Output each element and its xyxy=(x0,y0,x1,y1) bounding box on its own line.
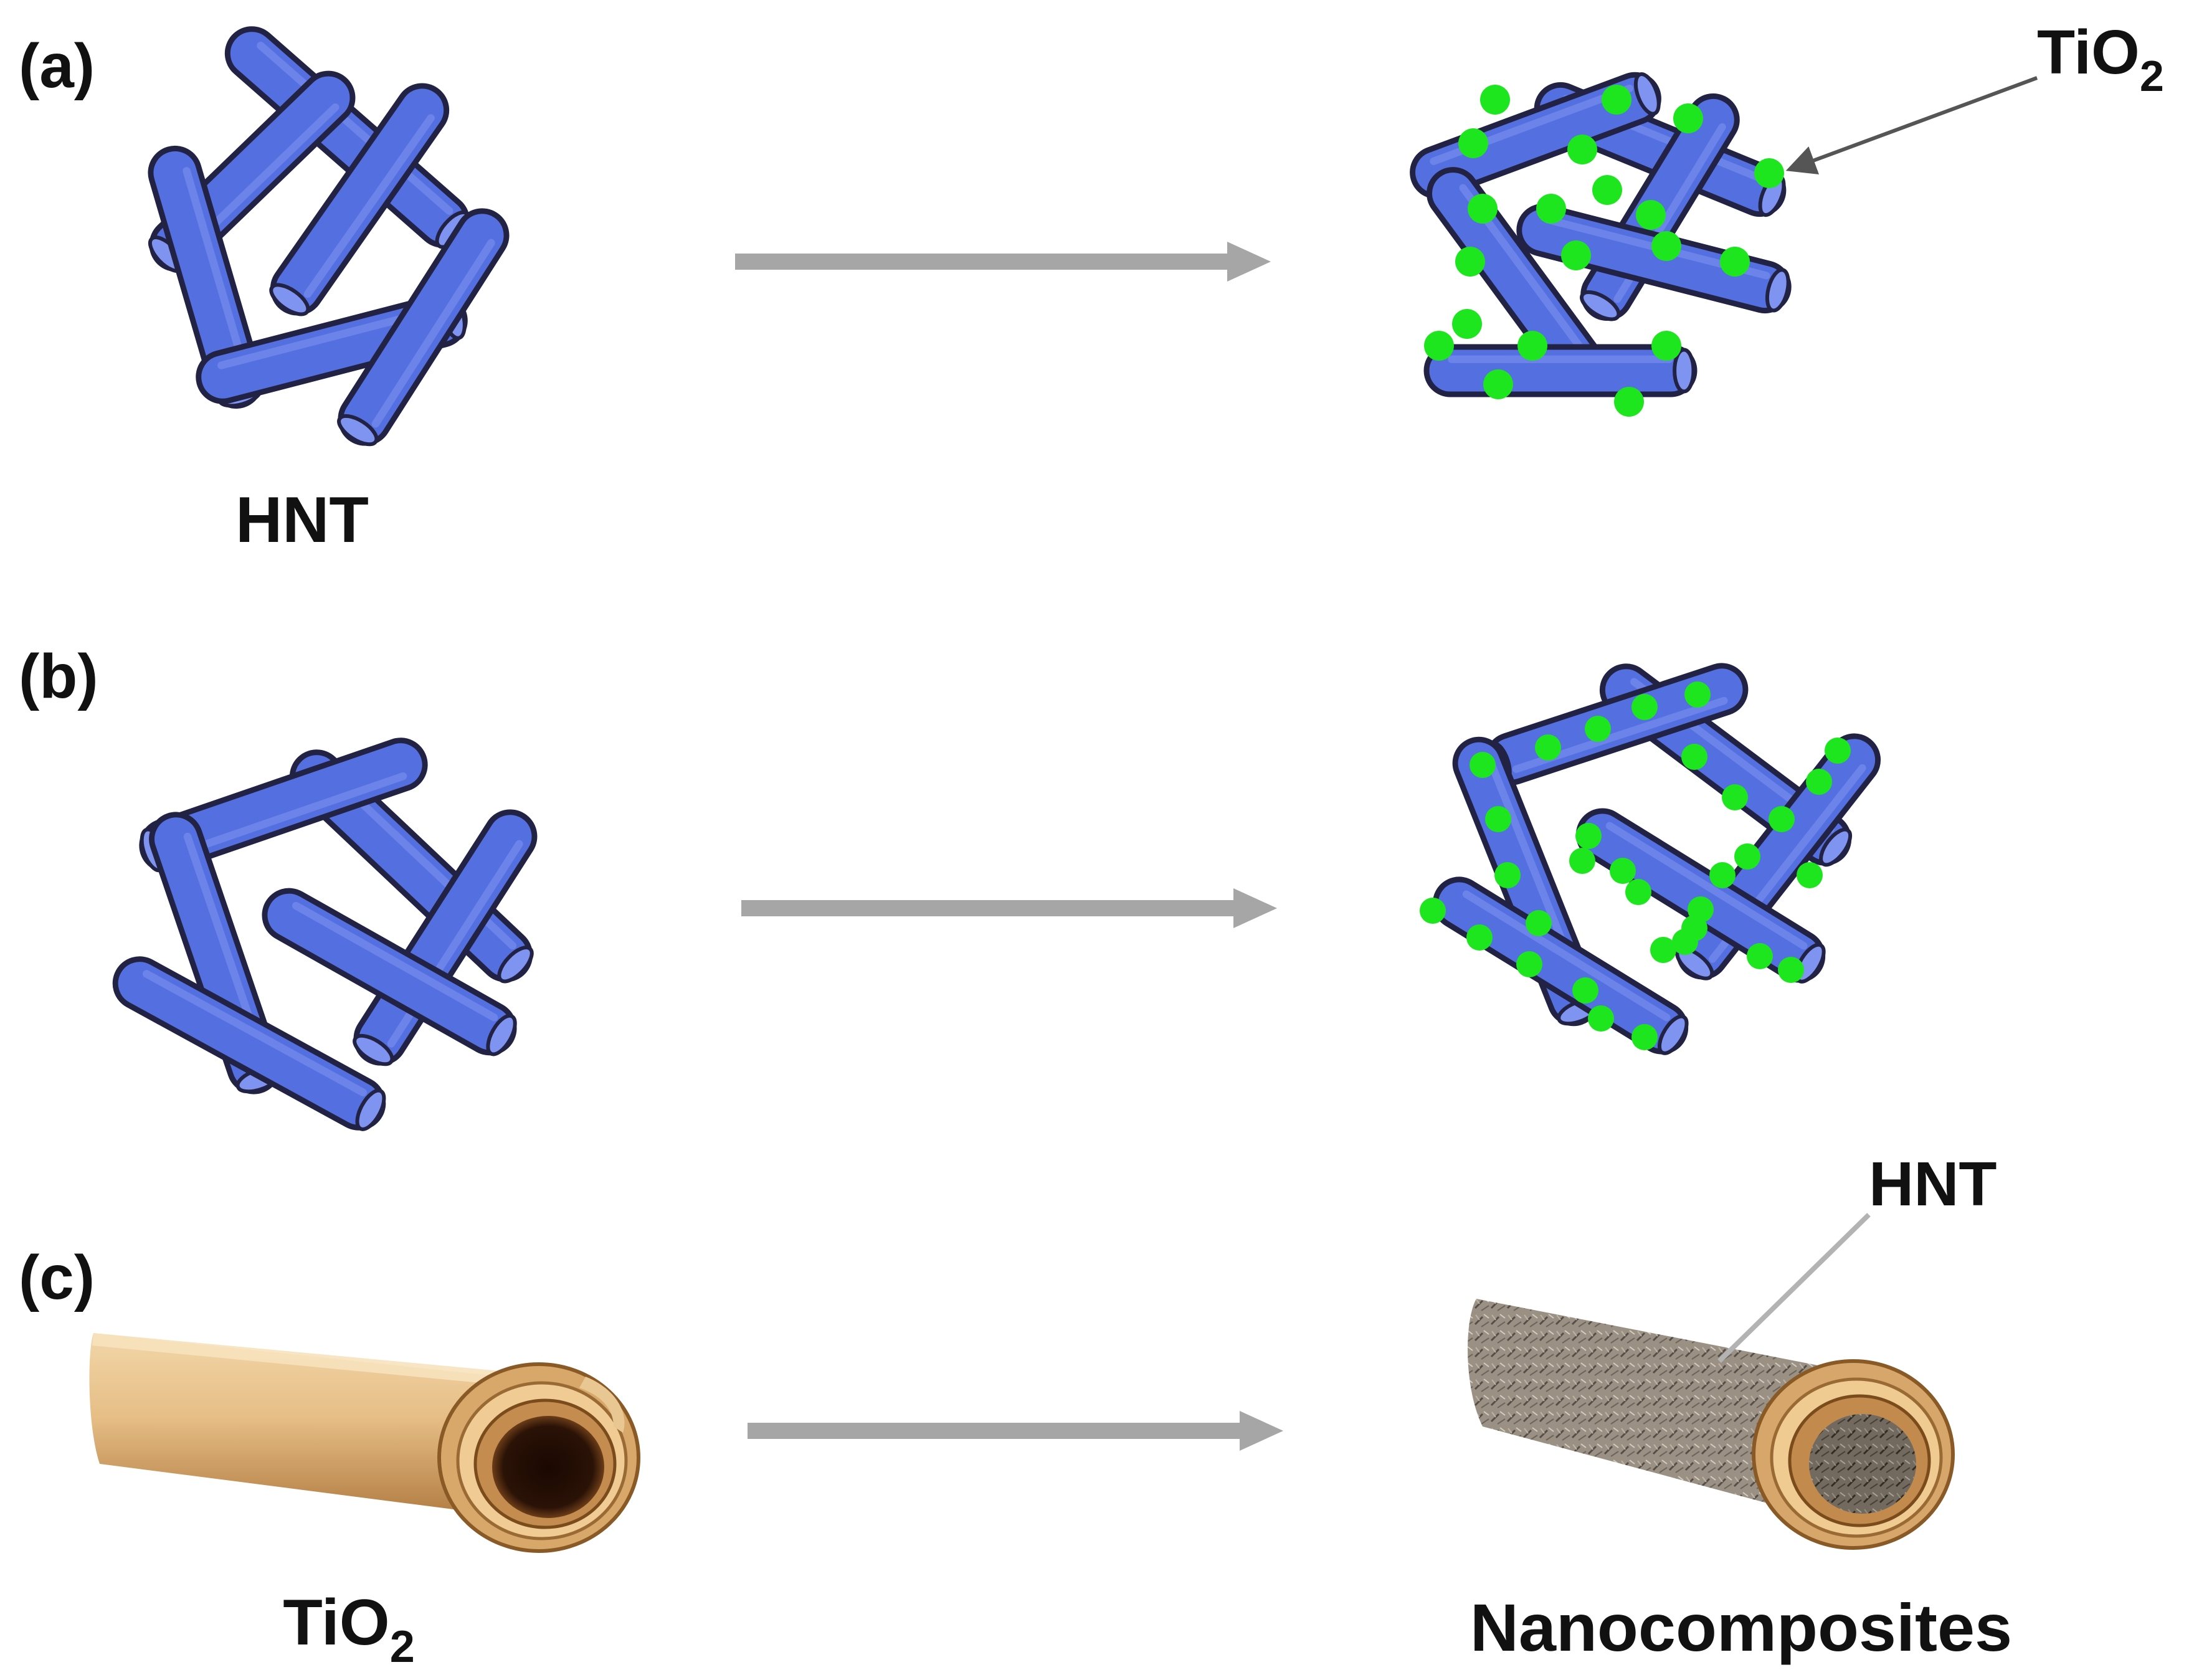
hnt-cluster-b-plain xyxy=(112,738,538,1131)
hnt-tube xyxy=(262,888,517,1056)
hnt-callout-line xyxy=(1717,1213,1871,1363)
hnt-tube xyxy=(1432,876,1689,1055)
panel-a-label: (a) xyxy=(19,31,95,101)
tio2-particle xyxy=(1625,879,1651,905)
tio2-particle xyxy=(1769,806,1795,832)
tio2-particle xyxy=(1778,957,1804,983)
tio2-particle xyxy=(1455,247,1485,277)
tio2-particle xyxy=(1602,85,1631,115)
tio2-particle xyxy=(1709,862,1736,888)
tio2-particle xyxy=(1636,200,1666,230)
tio2-particle xyxy=(1536,194,1566,224)
tio2-particle xyxy=(1722,784,1748,810)
hnt-tube xyxy=(112,956,386,1131)
tio2-particle xyxy=(1684,681,1711,708)
tio2-particle xyxy=(1734,843,1760,870)
tio2-particles-a xyxy=(1424,85,1784,417)
tio2-particle xyxy=(1468,194,1498,224)
panel-b-label: (b) xyxy=(19,642,98,711)
tio2-particle xyxy=(1516,951,1542,977)
tio2-particle xyxy=(1480,85,1510,115)
tio2-particle xyxy=(1494,862,1521,888)
tio2-particle xyxy=(1681,744,1707,770)
tio2-particle xyxy=(1572,977,1598,1004)
process-arrow-a xyxy=(735,242,1271,282)
tio2-particle xyxy=(1747,943,1773,969)
tio2-particle xyxy=(1569,848,1595,874)
tio2-particle xyxy=(1651,331,1681,361)
tio2-particle xyxy=(1575,823,1602,849)
tio2-particles-b xyxy=(1420,681,1851,1050)
hnt-cluster-a-plain xyxy=(148,26,510,447)
tio2-particle xyxy=(1797,862,1823,888)
tio2-particle xyxy=(1561,240,1591,270)
tio2-particle xyxy=(1631,694,1658,720)
tio2-particle xyxy=(1420,898,1446,924)
tio2-particle xyxy=(1458,128,1488,158)
tio2-particle xyxy=(1754,158,1784,188)
hnt-callout-label: HNT xyxy=(1869,1149,1997,1219)
tio2-particle xyxy=(1672,929,1698,955)
process-arrow-c xyxy=(748,1411,1283,1451)
nanocomposite-roll xyxy=(1468,1299,1955,1550)
tio2-particle xyxy=(1483,369,1513,399)
tio2-particle xyxy=(1588,1005,1614,1032)
tio2-particle xyxy=(1614,387,1644,417)
tio2-caption-c: TiO2 xyxy=(283,1587,414,1672)
tio2-particle xyxy=(1526,910,1552,936)
hnt-cluster-a-coated xyxy=(1410,72,1792,397)
tio2-particle xyxy=(1650,937,1676,963)
tio2-particle xyxy=(1517,331,1547,361)
hnt-tube xyxy=(139,738,428,873)
panel-c-label: (c) xyxy=(19,1243,95,1312)
tio2-particle xyxy=(1466,924,1493,951)
hnt-tube xyxy=(337,208,510,447)
tio2-particle xyxy=(1806,769,1832,795)
tio2-particle xyxy=(1651,231,1681,261)
tio2-particle xyxy=(1631,1024,1658,1050)
tio2-callout-line xyxy=(1785,76,2038,175)
hnt-tube xyxy=(269,83,450,316)
tio2-particle xyxy=(1585,716,1611,742)
tio2-particle xyxy=(1485,806,1511,832)
tio2-particle xyxy=(1452,309,1482,339)
tio2-nanotube-roll xyxy=(89,1333,640,1553)
tio2-callout-label: TiO2 xyxy=(2037,17,2164,100)
tio2-particle xyxy=(1720,247,1750,277)
tio2-particle xyxy=(1424,331,1454,361)
tio2-particle xyxy=(1535,734,1561,761)
nanocomposites-caption: Nanocomposites xyxy=(1470,1590,2012,1665)
process-arrow-b xyxy=(741,888,1277,928)
hnt-cluster-b-coated xyxy=(1432,663,1881,1055)
hnt-caption-a: HNT xyxy=(235,484,369,556)
tio2-particle xyxy=(1610,858,1636,884)
tio2-particle xyxy=(1825,738,1851,764)
tio2-particle xyxy=(1470,752,1496,778)
tio2-particle xyxy=(1592,175,1622,205)
tio2-particle xyxy=(1673,103,1703,133)
tio2-particle xyxy=(1567,135,1597,164)
